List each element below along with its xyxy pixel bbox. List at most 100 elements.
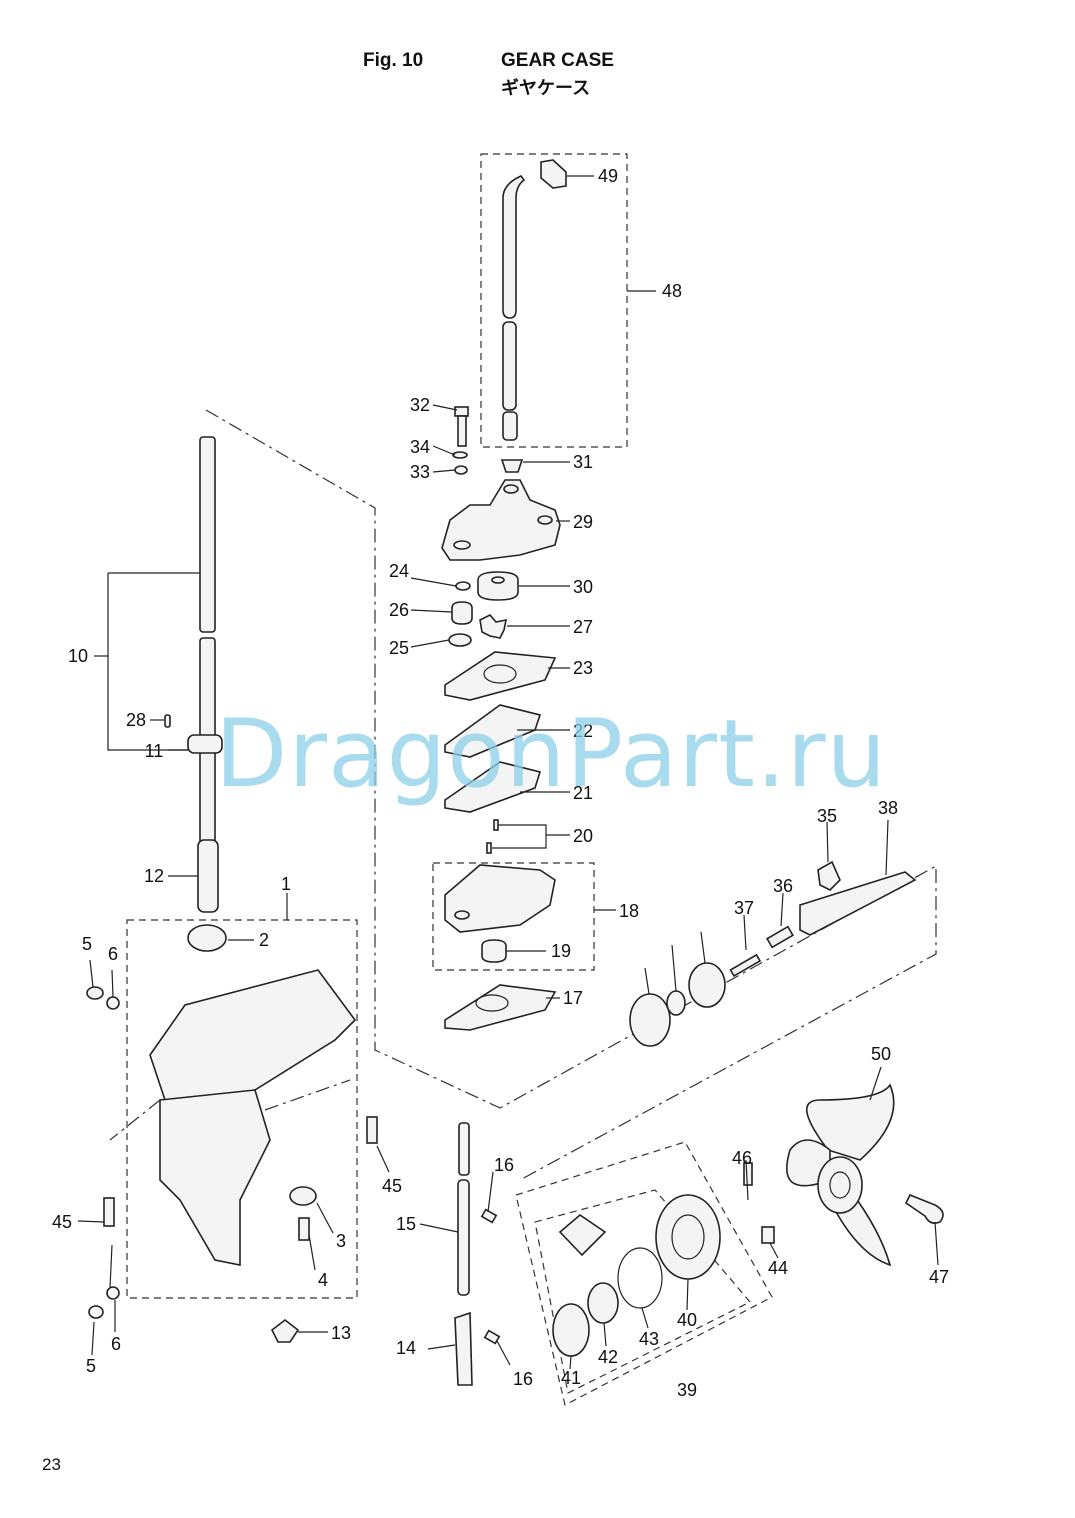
washer-6-top	[106, 996, 120, 1010]
shift-rod-48	[502, 159, 567, 441]
callout-30: 30	[573, 577, 593, 597]
callout-16-top: 16	[494, 1155, 514, 1175]
callout-4: 4	[318, 1270, 328, 1290]
gasket-21	[444, 761, 542, 813]
bolt-45-left	[103, 1197, 115, 1227]
callout-45-left: 45	[52, 1212, 72, 1232]
callout-25: 25	[389, 638, 409, 658]
callout-22: 22	[573, 721, 593, 741]
assembly-line-b	[109, 1099, 161, 1141]
seal-kit	[558, 1213, 607, 1257]
diagram-title-japanese: ギヤケース	[501, 78, 591, 99]
gasket-17	[444, 984, 557, 1031]
bearing-carrier-group	[552, 1162, 775, 1357]
washer-8	[666, 990, 686, 1016]
callout-36: 36	[773, 876, 793, 896]
drive-shaft-10	[164, 436, 223, 913]
callout-29: 29	[573, 512, 593, 532]
pin-37	[729, 953, 762, 978]
pump-case-29	[441, 459, 561, 561]
callout-21: 21	[573, 783, 593, 803]
group-box-1	[126, 919, 358, 1299]
group-box-48	[480, 153, 628, 448]
cotter-47	[904, 1193, 944, 1224]
callout-31: 31	[573, 452, 593, 472]
callout-5-bottom: 5	[86, 1356, 96, 1376]
bolt-45-right	[366, 1116, 378, 1144]
callout-labels: 1 2 3 4 5 5 6 6 10 11 12 13 14 15 16 16 …	[52, 166, 949, 1400]
shift-linkage	[454, 1122, 501, 1386]
callout-2: 2	[259, 930, 269, 950]
callout-32: 32	[410, 395, 430, 415]
water-pump-parts	[448, 571, 519, 647]
screw-5-bottom	[88, 1305, 104, 1319]
callout-19: 19	[551, 941, 571, 961]
callout-18: 18	[619, 901, 639, 921]
pin-16-bottom	[483, 1329, 501, 1345]
pin-46	[743, 1162, 753, 1186]
bearing-11	[187, 734, 223, 754]
callout-13: 13	[331, 1323, 351, 1343]
callout-16-bottom: 16	[513, 1369, 533, 1389]
bolt-32-and-washers	[452, 406, 469, 475]
callout-6-bottom: 6	[111, 1334, 121, 1354]
callout-23: 23	[573, 658, 593, 678]
leader-lines	[77, 175, 939, 1370]
gasket-23	[444, 651, 557, 701]
callout-20: 20	[573, 826, 593, 846]
spring-36	[766, 925, 794, 949]
pin-28	[164, 714, 171, 728]
figure-number: Fig. 10	[363, 50, 424, 71]
pump-housing-18	[444, 864, 556, 963]
bearing-2	[187, 924, 227, 952]
pump-gaskets-and-plates	[444, 651, 557, 1031]
callout-38: 38	[878, 798, 898, 818]
gear-case-1	[86, 924, 378, 1343]
callout-33: 33	[410, 462, 430, 482]
rod-15	[457, 1179, 470, 1296]
callout-46: 46	[732, 1148, 752, 1168]
assembly-line-a	[205, 409, 937, 1181]
o-ring-43	[617, 1247, 663, 1309]
callout-48: 48	[662, 281, 682, 301]
callout-41: 41	[561, 1368, 581, 1388]
watermark-text: DragonPart.ru	[215, 700, 888, 809]
bearing-42	[587, 1282, 619, 1324]
callout-47: 47	[929, 1267, 949, 1287]
callout-39: 39	[677, 1380, 697, 1400]
callout-50: 50	[871, 1044, 891, 1064]
screw-5-top	[86, 986, 104, 1000]
callout-10: 10	[68, 646, 88, 666]
bearing-7	[629, 993, 671, 1047]
clutch-35	[817, 860, 841, 891]
assembly-line-c	[264, 1079, 351, 1111]
gear-9	[688, 962, 726, 1008]
callout-11: 11	[145, 741, 164, 761]
washer-6-bottom	[106, 1286, 120, 1300]
callout-37: 37	[734, 898, 754, 918]
carrier-40	[655, 1194, 721, 1280]
callout-3: 3	[336, 1231, 346, 1251]
callout-49: 49	[598, 166, 618, 186]
plug-13	[270, 1318, 300, 1343]
callout-17: 17	[563, 988, 583, 1008]
propeller-50	[786, 1083, 944, 1267]
callout-5-top: 5	[82, 934, 92, 954]
callout-15: 15	[396, 1214, 416, 1234]
group-box-18	[432, 862, 595, 971]
callout-26: 26	[389, 600, 409, 620]
callout-12: 12	[144, 866, 164, 886]
propeller-shaft-38	[799, 871, 917, 936]
bearing-41	[552, 1303, 590, 1357]
propeller-shaft-group	[629, 860, 917, 1047]
pin-16-top	[480, 1208, 498, 1224]
bushing-3	[289, 1186, 317, 1206]
shift-rod-grommet-49	[540, 159, 567, 189]
callout-43: 43	[639, 1329, 659, 1349]
group-box-39	[515, 1141, 773, 1406]
callout-27: 27	[573, 617, 593, 637]
callout-45-right: 45	[382, 1176, 402, 1196]
callout-24: 24	[389, 561, 409, 581]
